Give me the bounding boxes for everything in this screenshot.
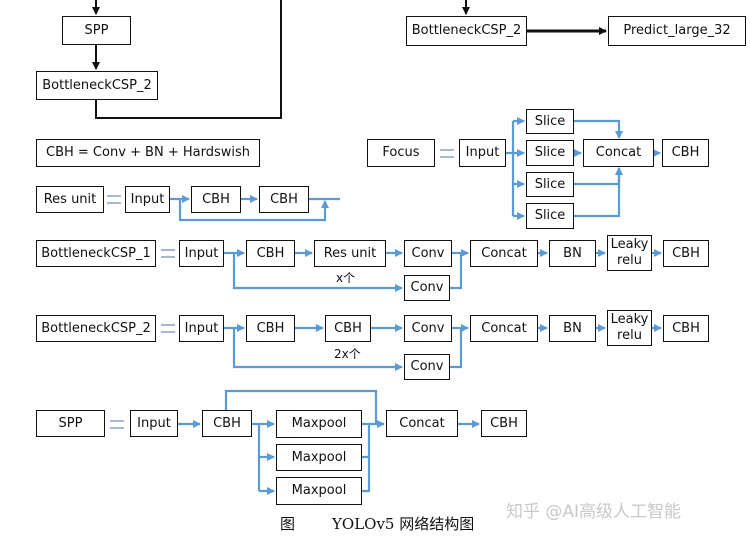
csp2-inner-cbh-box: CBH xyxy=(325,315,371,342)
relu-text: relu xyxy=(617,253,642,268)
focus-slice-box: Slice xyxy=(526,203,574,229)
res-unit-label-box: Res unit xyxy=(36,186,104,213)
csp2-conv-top-box: Conv xyxy=(404,315,452,342)
csp2-conv-bottom-box: Conv xyxy=(404,354,450,380)
csp1-cbh-out-box: CBH xyxy=(663,240,709,267)
spp-label-box: SPP xyxy=(36,410,105,437)
focus-concat-box: Concat xyxy=(583,139,654,167)
csp1-conv-bottom-box: Conv xyxy=(404,275,450,301)
spp-concat-box: Concat xyxy=(386,410,458,437)
csp2-label-box: BottleneckCSP_2 xyxy=(36,315,156,342)
csp1-conv-top-box: Conv xyxy=(404,240,452,267)
equals-icon xyxy=(107,195,121,204)
csp1-cbh-box: CBH xyxy=(246,240,295,267)
res-unit-input-box: Input xyxy=(125,186,170,213)
focus-cbh-box: CBH xyxy=(662,139,709,167)
csp1-res-unit-box: Res unit xyxy=(314,240,386,267)
focus-slice-box: Slice xyxy=(526,140,574,166)
csp1-label-box: BottleneckCSP_1 xyxy=(36,240,156,267)
top-bottleneck-left-box: BottleneckCSP_2 xyxy=(36,71,158,100)
equals-icon xyxy=(440,149,454,158)
spp-cbh-box: CBH xyxy=(202,410,252,437)
csp2-cbh-out-box: CBH xyxy=(663,315,709,342)
top-bottleneck-right-box: BottleneckCSP_2 xyxy=(406,16,527,46)
csp2-repeat-label: 2x个 xyxy=(334,347,361,361)
csp2-leaky-relu-box: Leaky relu xyxy=(607,310,652,346)
res-unit-cbh-box: CBH xyxy=(191,186,241,213)
spp-maxpool-box: Maxpool xyxy=(276,477,362,505)
csp2-input-box: Input xyxy=(179,315,224,342)
csp2-bn-box: BN xyxy=(549,315,596,342)
focus-input-box: Input xyxy=(459,139,506,167)
csp1-input-box: Input xyxy=(179,240,224,267)
csp1-leaky-relu-box: Leaky relu xyxy=(607,235,652,271)
leaky-text: Leaky xyxy=(610,312,649,328)
equals-icon xyxy=(161,324,175,333)
focus-slice-box: Slice xyxy=(526,172,574,197)
watermark-text: 知乎 @AI高级人工智能 xyxy=(506,502,682,522)
leaky-text: Leaky xyxy=(610,237,649,253)
spp-cbh-out-box: CBH xyxy=(481,410,527,437)
spp-maxpool-box: Maxpool xyxy=(276,444,362,471)
focus-slice-box: Slice xyxy=(526,109,574,134)
predict-large-box: Predict_large_32 xyxy=(608,16,746,46)
focus-label-box: Focus xyxy=(367,139,435,167)
figure-caption-title: YOLOv5 网络结构图 xyxy=(332,515,475,533)
csp2-concat-box: Concat xyxy=(470,315,538,342)
csp1-repeat-label: x个 xyxy=(336,271,356,285)
figure-caption-prefix: 图 xyxy=(280,515,296,533)
equals-icon xyxy=(161,249,175,258)
spp-input-box: Input xyxy=(130,410,178,437)
relu-text: relu xyxy=(617,328,642,343)
csp1-bn-box: BN xyxy=(549,240,596,267)
res-unit-cbh-box: CBH xyxy=(259,186,309,213)
csp2-cbh-box: CBH xyxy=(246,315,295,342)
spp-maxpool-box: Maxpool xyxy=(276,410,362,438)
cbh-definition-box: CBH = Conv + BN + Hardswish xyxy=(36,139,260,167)
top-spp-box: SPP xyxy=(62,16,131,45)
csp1-concat-box: Concat xyxy=(470,240,538,267)
equals-icon xyxy=(110,420,124,429)
